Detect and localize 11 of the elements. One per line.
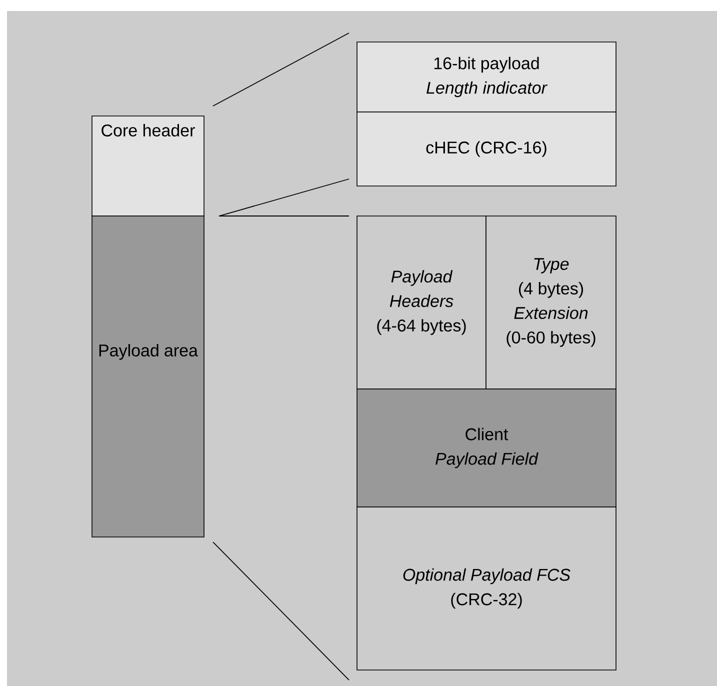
zoom-line [218, 178, 350, 216]
field-box: Client Payload Field [356, 388, 616, 508]
zoom-line [212, 32, 350, 106]
field-box: 16-bit payload Length indicator [356, 42, 616, 112]
field-box: Optional Payload FCS (CRC-32) [356, 506, 616, 670]
field-box: Core header [92, 116, 204, 216]
zoom-line [212, 542, 350, 680]
field-box: Type (4 bytes) Extension (0-60 bytes) [486, 216, 616, 390]
field-box: cHEC (CRC-16) [356, 112, 616, 186]
field-box: Payload area [92, 216, 204, 538]
field-box: Payload Headers (4-64 bytes) [356, 216, 486, 390]
